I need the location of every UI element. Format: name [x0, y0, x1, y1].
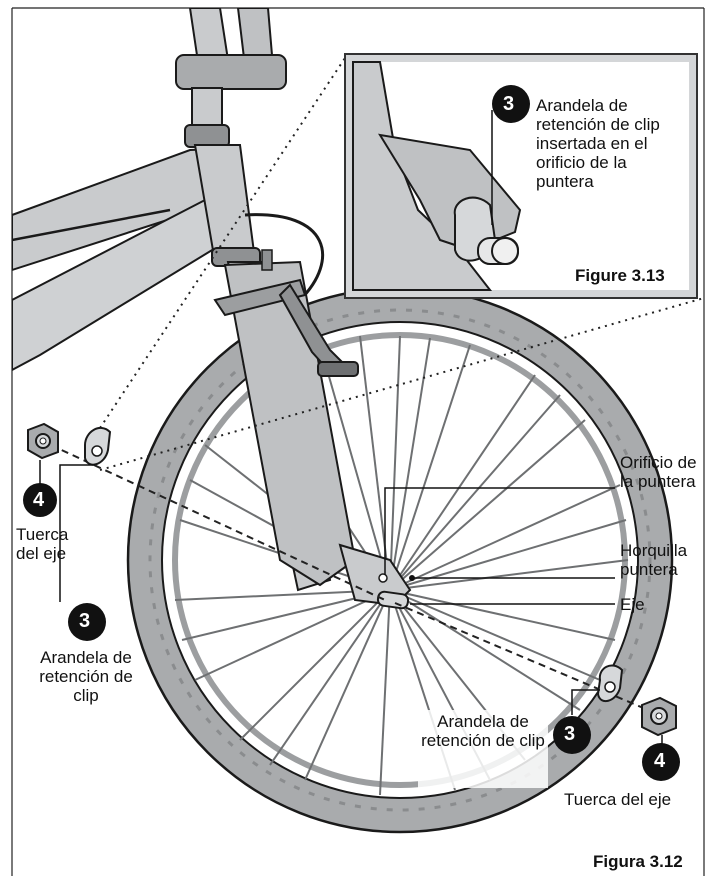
inset-figure [344, 53, 698, 299]
left-nut-label: Tuerca del eje [16, 525, 69, 563]
clip-washer-right [596, 664, 624, 703]
leader-washer-right [571, 689, 600, 715]
dropout-hole-label: Orificio de la puntera [620, 453, 697, 491]
fork-dropout-label: Horquilla puntera [620, 541, 688, 579]
leader-hole [384, 487, 615, 575]
brake-cable [244, 213, 325, 302]
leader-fork-dot [409, 575, 415, 581]
clip-washer-left [84, 426, 112, 466]
right-nut-label: Tuerca del eje [564, 790, 672, 809]
dropout-hole [378, 573, 388, 583]
right-nut-badge-number: 4 [654, 750, 666, 772]
axle [376, 590, 410, 610]
axle-nut-right [641, 696, 677, 737]
frame-cable [12, 208, 171, 242]
left-nut-badge-number: 4 [33, 489, 45, 511]
leader-washer-left [59, 464, 95, 602]
stem [188, 8, 230, 64]
right-washer-badge-number: 3 [564, 723, 576, 745]
inset-figure-caption: Figure 3.13 [575, 266, 665, 285]
axis-line-left [39, 439, 386, 601]
tire-tread [148, 308, 652, 812]
badge-washer-right [553, 716, 591, 754]
left-washer-badge-number: 3 [79, 610, 91, 632]
badge-washer-left [68, 603, 106, 641]
fork-blade [223, 260, 357, 587]
label-backdrop [418, 710, 548, 788]
handlebar [236, 8, 274, 60]
badge-nut-right [642, 743, 680, 781]
stem-clamp [175, 54, 287, 90]
right-washer-label: Arandela de retención de clip [421, 712, 545, 750]
brake-bolt [261, 249, 273, 271]
inset-label: Arandela de retención de clip insertada … [536, 96, 660, 191]
down-tube [12, 198, 247, 372]
brake-bridge [213, 278, 307, 317]
brake-pad [317, 361, 359, 377]
inset-badge-number: 3 [503, 93, 515, 115]
steerer [191, 87, 223, 129]
figure-caption: Figura 3.12 [593, 852, 683, 871]
left-washer-label: Arandela de retención de clip [39, 648, 133, 705]
badge-nut-left [23, 483, 57, 517]
axle-label: Eje [620, 595, 645, 614]
axle-nut-left [27, 422, 59, 460]
headset [184, 124, 230, 148]
